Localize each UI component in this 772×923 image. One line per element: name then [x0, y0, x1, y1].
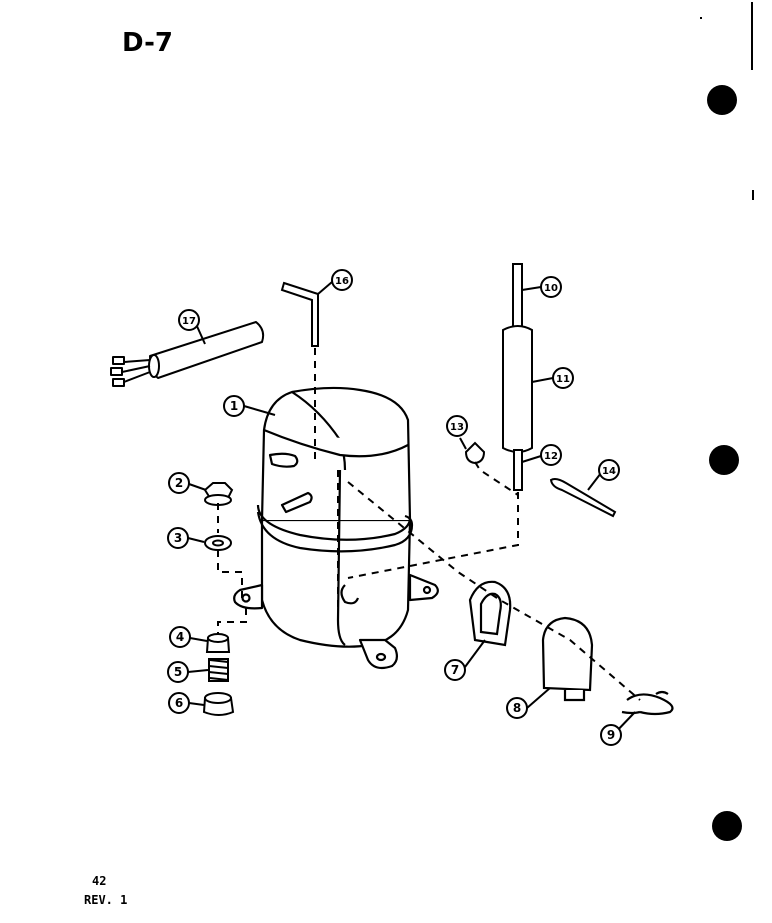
callout-label-6: 6 — [175, 696, 183, 710]
process-tube — [280, 281, 319, 347]
callout-label-13: 13 — [450, 422, 464, 433]
callout-6 — [168, 692, 190, 714]
terminal-gasket — [468, 580, 512, 647]
callout-2 — [168, 472, 190, 494]
binder-hole-middle — [709, 445, 739, 475]
callout-label-12: 12 — [544, 451, 558, 462]
callout-3 — [167, 527, 189, 549]
callout-label-14: 14 — [602, 466, 616, 477]
page-title: D-7 — [122, 28, 173, 58]
terminal-cover — [541, 616, 594, 702]
callout-8 — [506, 697, 528, 719]
callout-label-2: 2 — [175, 476, 183, 490]
terminal-clip — [621, 690, 674, 716]
callout-label-8: 8 — [513, 701, 521, 715]
power-cord — [110, 321, 265, 387]
callout-label-1: 1 — [230, 399, 238, 413]
callouts — [167, 269, 636, 746]
callout-4 — [169, 626, 191, 648]
callout-13 — [446, 415, 468, 437]
revision-label: REV. 1 — [84, 893, 128, 907]
binder-hole-top — [707, 85, 737, 115]
callout-12 — [540, 444, 562, 466]
scan-edge-marks — [700, 2, 754, 200]
callout-17 — [178, 309, 200, 331]
callout-label-5: 5 — [174, 665, 182, 679]
callout-labels: 1 2 3 4 5 6 7 8 9 10 11 12 13 14 16 17 — [174, 276, 616, 742]
assembly-guide-lines — [217, 348, 641, 701]
callout-label-10: 10 — [544, 283, 558, 294]
tube-cap — [464, 441, 486, 465]
callout-label-7: 7 — [451, 663, 459, 677]
callout-label-11: 11 — [556, 374, 570, 385]
binder-hole-bottom — [712, 811, 742, 841]
callout-label-9: 9 — [607, 728, 615, 742]
callout-label-17: 17 — [182, 316, 196, 327]
callout-11 — [552, 367, 574, 389]
page-number: 42 — [92, 874, 107, 888]
callout-1 — [223, 395, 245, 417]
callout-5 — [167, 661, 189, 683]
cotter-pin — [549, 478, 617, 518]
callout-label-16: 16 — [335, 276, 349, 287]
drier-assembly — [502, 263, 533, 491]
callout-9 — [600, 724, 622, 746]
callout-label-4: 4 — [176, 630, 184, 644]
callout-label-3: 3 — [174, 531, 182, 545]
callout-7 — [444, 659, 466, 681]
compressor-body — [233, 386, 439, 670]
callout-14 — [598, 459, 620, 481]
callout-10 — [540, 276, 562, 298]
callout-16 — [331, 269, 353, 291]
